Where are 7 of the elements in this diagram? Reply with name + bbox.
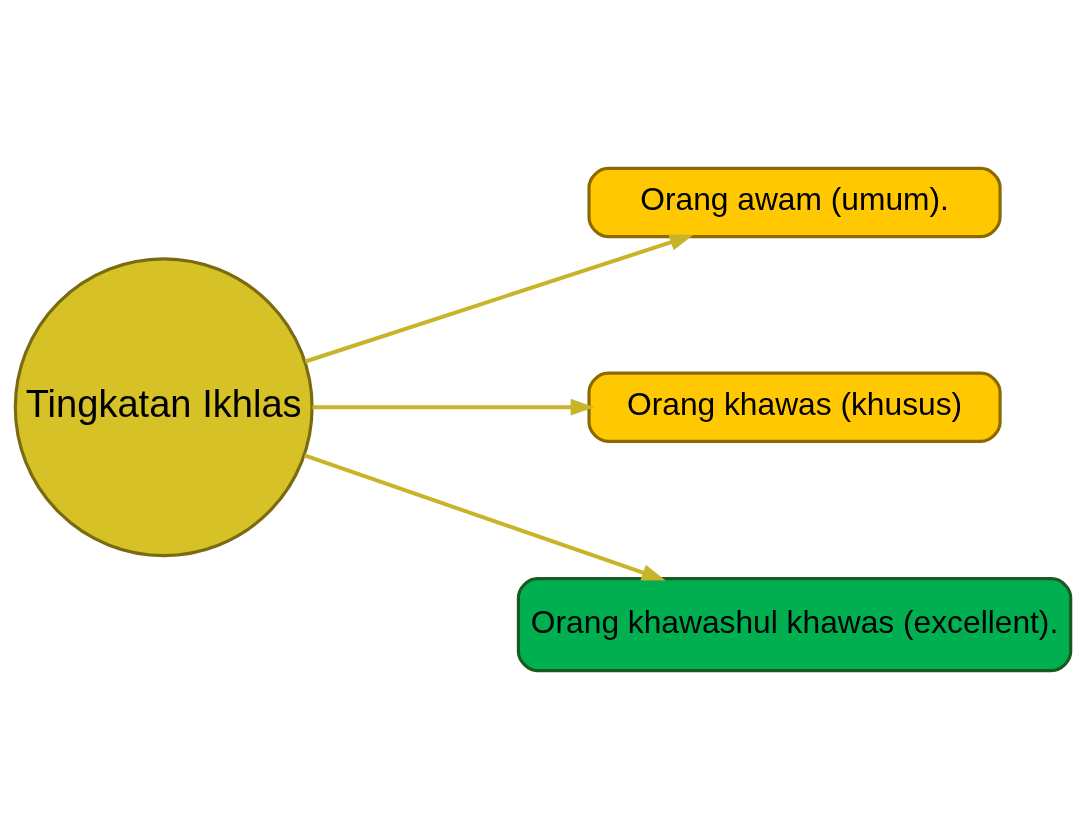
node-box: Orang khawas (khusus)	[587, 371, 1002, 443]
arrow	[304, 234, 694, 364]
node-box: Orang khawashul khawas (excellent).	[516, 577, 1073, 673]
arrow	[312, 398, 595, 416]
arrow	[303, 453, 666, 581]
node-box: Orang awam (umum).	[587, 166, 1002, 239]
node-circle: Tingkatan Ikhlas	[13, 257, 314, 558]
